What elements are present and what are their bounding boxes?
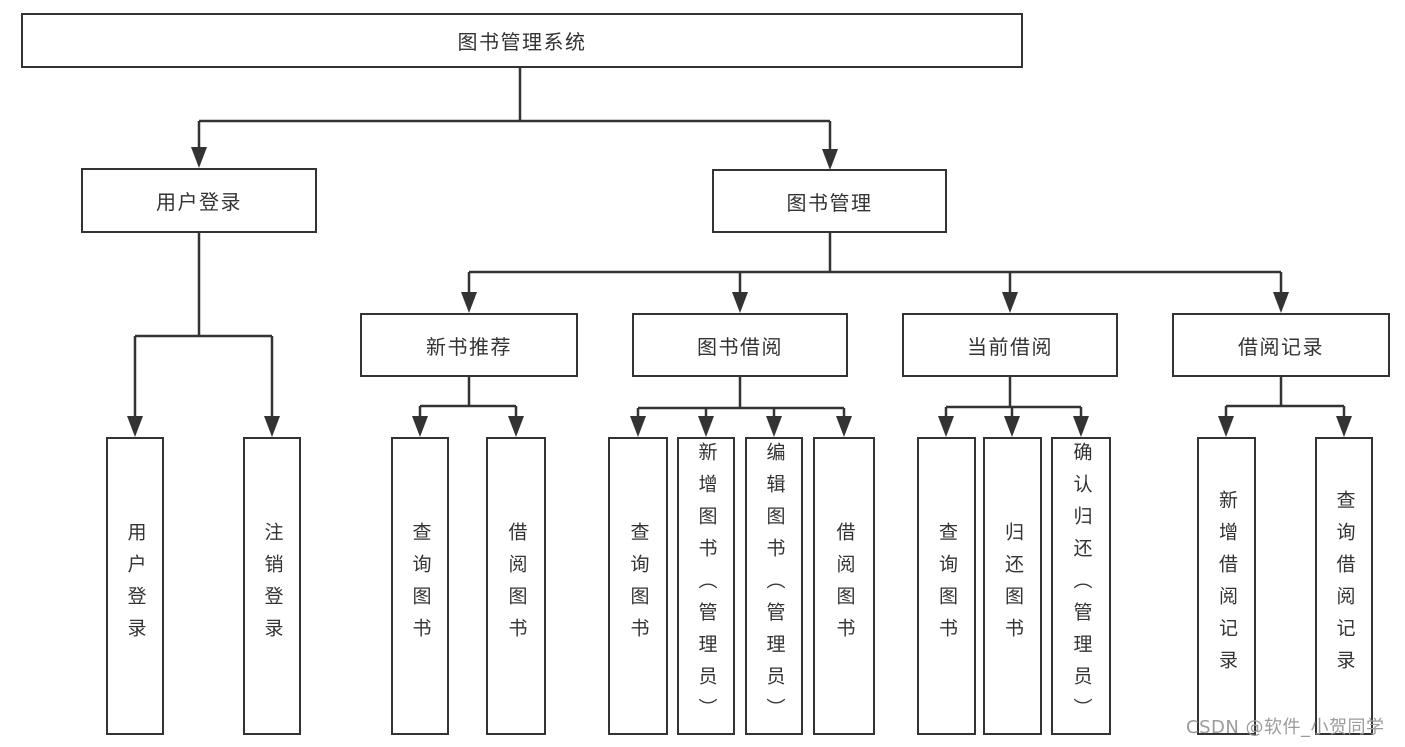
node-label: 注销登录: [261, 522, 284, 650]
node-label: 查询图书: [627, 522, 650, 650]
node-label: 图书借阅: [697, 334, 783, 359]
connector-book-mgmt-to-level3: [467, 233, 1283, 297]
arrowhead: [732, 292, 748, 313]
arrowhead: [822, 149, 838, 170]
arrowhead: [1273, 292, 1289, 313]
connector-current-borrow-group: [944, 377, 1083, 423]
node-label: 查询借阅记录: [1333, 490, 1356, 682]
csdn-watermark: CSDN @软件_小贺同学: [1186, 717, 1385, 738]
node-label: 新增图书（管理员）: [695, 442, 718, 730]
arrowhead: [461, 292, 477, 313]
leaf-return-book: 归还图书: [983, 437, 1042, 735]
node-book-management: 图书管理: [712, 169, 947, 233]
node-label: 用户登录: [124, 522, 147, 650]
node-label: 图书管理: [786, 190, 873, 215]
arrowhead: [127, 416, 143, 437]
arrowhead: [630, 416, 646, 437]
node-label: 用户登录: [156, 190, 242, 214]
connector-user-login-group: [133, 233, 274, 421]
node-label: 图书管理系统: [457, 30, 587, 54]
leaf-confirm-return-admin: 确认归还（管理员）: [1051, 437, 1111, 735]
leaf-query-book-recommend: 查询图书: [391, 437, 449, 735]
node-label: 查询图书: [936, 522, 958, 650]
node-label: 当前借阅: [967, 334, 1053, 359]
node-label: 借阅图书: [505, 522, 528, 650]
leaf-add-book-admin: 新增图书（管理员）: [677, 437, 735, 735]
node-label: 借阅记录: [1238, 334, 1324, 359]
node-root: 图书管理系统: [21, 13, 1023, 68]
node-label: 归还图书: [1002, 522, 1024, 650]
arrowhead: [508, 416, 524, 437]
node-current-borrow: 当前借阅: [902, 313, 1118, 377]
connector-root-to-level2: [197, 68, 832, 152]
connector-borrow-record-group: [1224, 377, 1346, 423]
leaf-borrow-book: 借阅图书: [813, 437, 875, 735]
node-label: 新书推荐: [426, 334, 512, 359]
leaf-add-borrow-record: 新增借阅记录: [1197, 437, 1256, 735]
leaf-query-book-current: 查询图书: [917, 437, 976, 735]
connector-new-book-group: [418, 377, 518, 423]
arrowhead: [264, 416, 280, 437]
arrowhead: [698, 416, 714, 437]
arrowhead: [938, 416, 954, 437]
node-user-login: 用户登录: [81, 168, 317, 233]
arrowhead: [412, 416, 428, 437]
arrowhead: [1073, 416, 1089, 437]
arrowhead: [766, 416, 782, 437]
arrowheads: [127, 147, 1352, 437]
arrowhead: [1218, 416, 1234, 437]
leaf-query-book-borrow: 查询图书: [608, 437, 668, 735]
arrowhead: [1336, 416, 1352, 437]
leaf-borrow-book-recommend: 借阅图书: [486, 437, 546, 735]
leaf-user-login: 用户登录: [106, 437, 164, 735]
leaf-edit-book-admin: 编辑图书（管理员）: [745, 437, 803, 735]
connector-book-borrow-group: [636, 377, 846, 423]
node-label: 借阅图书: [833, 522, 856, 650]
arrowhead: [1004, 416, 1020, 437]
node-label: 查询图书: [409, 522, 432, 650]
leaf-query-borrow-record: 查询借阅记录: [1315, 437, 1373, 735]
node-label: 新增借阅记录: [1216, 490, 1238, 682]
arrowhead: [1002, 292, 1018, 313]
node-book-borrow: 图书借阅: [632, 313, 848, 377]
leaf-logout: 注销登录: [243, 437, 301, 735]
node-label: 编辑图书（管理员）: [763, 442, 786, 730]
node-label: 确认归还（管理员）: [1070, 442, 1093, 730]
node-borrow-record: 借阅记录: [1172, 313, 1390, 377]
arrowhead: [836, 416, 852, 437]
node-new-book-recommend: 新书推荐: [360, 313, 578, 377]
arrowhead: [191, 147, 207, 168]
